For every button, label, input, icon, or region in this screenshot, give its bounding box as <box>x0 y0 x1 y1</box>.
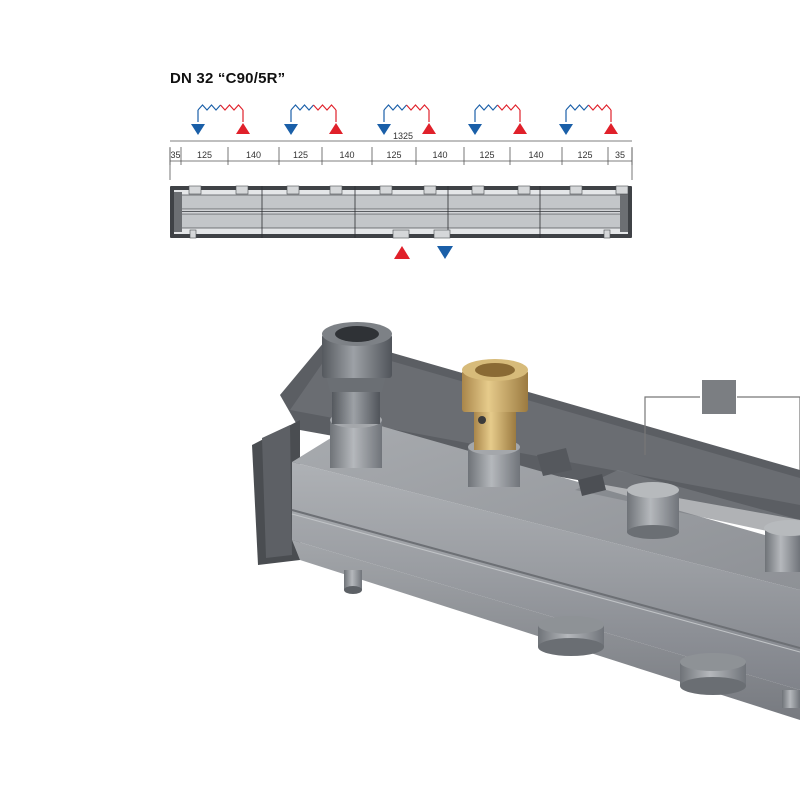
dimension-ticks <box>169 147 633 165</box>
heating-circuit-icon <box>377 104 436 135</box>
red-up-triangle-icon <box>329 123 343 134</box>
blue-down-triangle-icon <box>191 124 205 135</box>
bottom-pipe-stubs <box>344 570 800 708</box>
segment-dimension-label: 125 <box>197 150 212 160</box>
segment-dimension-label: 35 <box>170 150 180 160</box>
grey-union-fitting <box>322 322 392 424</box>
blue-down-triangle-icon <box>284 124 298 135</box>
red-up-triangle-icon <box>422 123 436 134</box>
manifold-top-face <box>292 420 800 590</box>
insulation-shell <box>252 335 800 565</box>
red-up-triangle-icon <box>604 123 618 134</box>
top-pipe-stubs <box>330 412 800 572</box>
heating-circuit-icon <box>559 104 618 135</box>
segment-dimension-label: 125 <box>479 150 494 160</box>
brass-fitting <box>462 359 528 450</box>
red-up-triangle-icon <box>513 123 527 134</box>
manifold-front-face <box>292 462 800 690</box>
blue-down-triangle-icon <box>437 246 453 259</box>
heating-circuit-icon <box>468 104 527 135</box>
segment-dimension-label: 140 <box>528 150 543 160</box>
main-supply-return-arrows <box>394 246 453 259</box>
circuit-icons-row <box>191 104 618 135</box>
segment-dimension-label: 140 <box>246 150 261 160</box>
overall-dimension-label: 1325 <box>393 131 413 141</box>
callout-marker <box>644 380 800 470</box>
manifold-drawing <box>170 185 632 239</box>
segment-dimension-label: 125 <box>386 150 401 160</box>
heating-circuit-icon <box>284 104 343 135</box>
segment-dimension-label: 140 <box>432 150 447 160</box>
segment-dimension-label: 140 <box>339 150 354 160</box>
insulation-clips <box>537 448 606 496</box>
red-up-triangle-icon <box>236 123 250 134</box>
blue-down-triangle-icon <box>559 124 573 135</box>
callout-square-icon <box>702 380 736 414</box>
segment-dimension-label: 125 <box>293 150 308 160</box>
technical-drawing: 1325 35 125 140 125 140 125 140 125 140 125 35 <box>169 104 633 259</box>
diagram-title: DN 32 “C90/5R” <box>170 70 286 87</box>
blue-down-triangle-icon <box>468 124 482 135</box>
segment-dimension-labels: 35 125 140 125 140 125 140 125 140 125 35 <box>170 150 625 160</box>
segment-dimension-label: 35 <box>615 150 625 160</box>
segment-dimension-label: 125 <box>577 150 592 160</box>
heating-circuit-icon <box>191 104 250 135</box>
blue-down-triangle-icon <box>377 124 391 135</box>
red-up-triangle-icon <box>394 246 410 259</box>
